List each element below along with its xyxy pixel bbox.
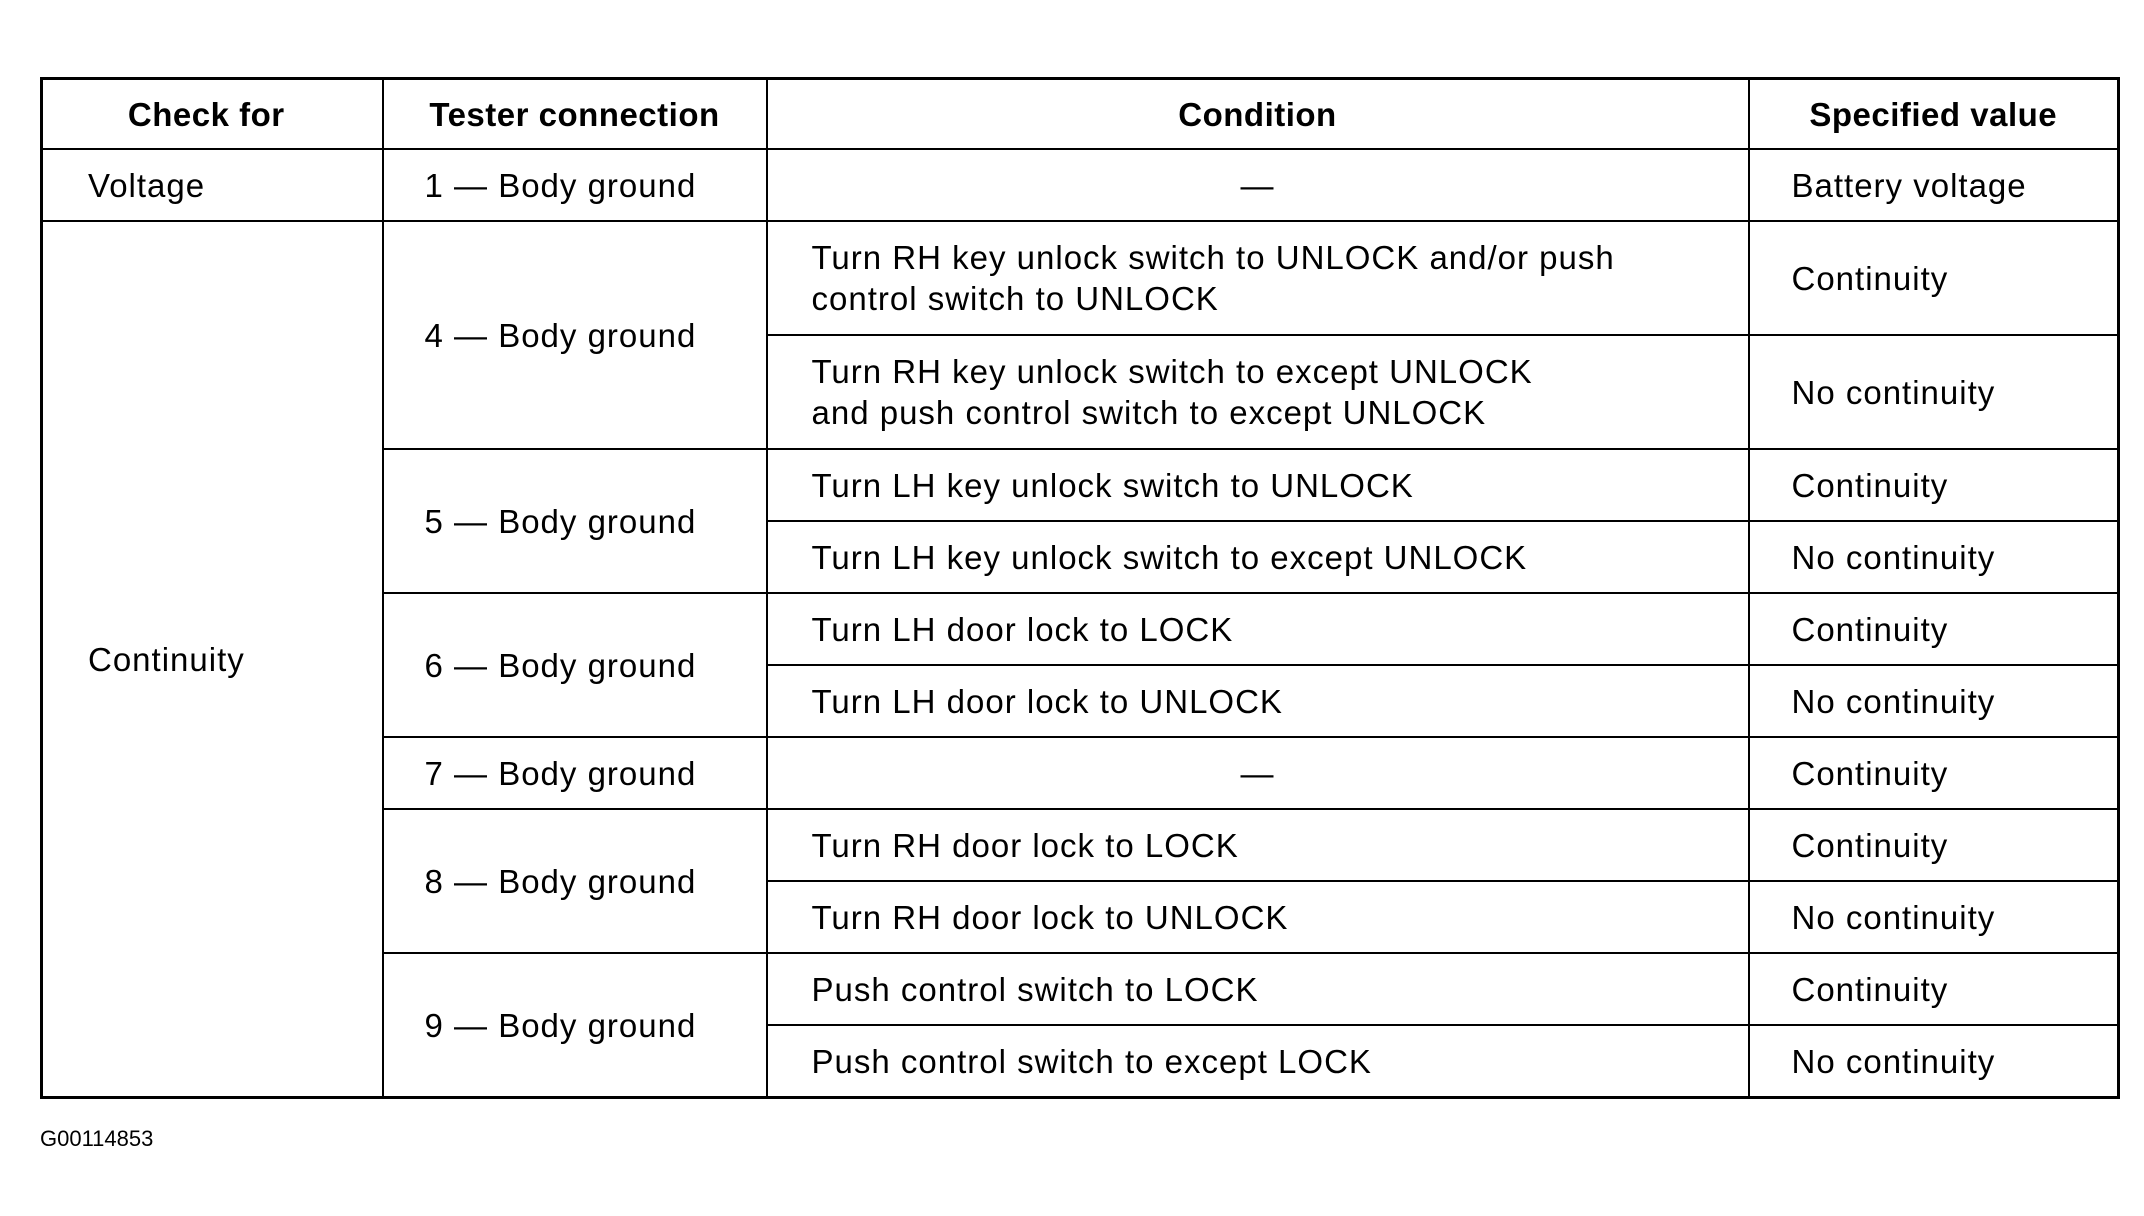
table-row: 9 — Body ground Push control switch to L… (42, 952, 2120, 1099)
condition-cell: Turn RH key unlock switch to except UNLO… (765, 334, 1750, 450)
header-condition: Condition (765, 77, 1750, 150)
condition-cell: Turn RH door lock to UNLOCK (765, 880, 1750, 954)
header-check-for: Check for (40, 77, 384, 150)
header-specified-value: Specified value (1747, 77, 2120, 150)
header-row: Check for Tester connection Condition Sp… (40, 77, 2120, 150)
specified-value-cell: Continuity (1747, 220, 2120, 336)
tester-connection-cell: 5 — Body ground (381, 448, 768, 594)
condition-cell: Push control switch to except LOCK (765, 1024, 1750, 1099)
tester-connection-cell: 4 — Body ground (381, 220, 768, 450)
condition-cell: — (765, 736, 1750, 810)
condition-cell: Turn LH door lock to LOCK (765, 592, 1750, 666)
condition-cell: Turn RH key unlock switch to UNLOCK and/… (765, 220, 1750, 336)
condition-cell: Push control switch to LOCK (765, 952, 1750, 1026)
table-row: 5 — Body ground Turn LH key unlock switc… (42, 448, 2120, 594)
check-for-cell: Voltage (40, 148, 384, 222)
condition-cell: Turn RH door lock to LOCK (765, 808, 1750, 882)
table-row: 6 — Body ground Turn LH door lock to LOC… (42, 592, 2120, 738)
tester-connection-cell: 7 — Body ground (381, 736, 768, 810)
spec-table: Check for Tester connection Condition Sp… (40, 77, 2120, 1099)
specified-value-cell: No continuity (1747, 880, 2120, 954)
table-row: 7 — Body ground — Continuity (42, 736, 2120, 810)
table-row: Turn RH key unlock switch to except UNLO… (42, 334, 2120, 450)
specified-value-cell: No continuity (1747, 1024, 2120, 1099)
specified-value-cell: Continuity (1747, 736, 2120, 810)
tester-connection-cell: 8 — Body ground (381, 808, 768, 954)
tester-connection-cell: 1 — Body ground (381, 148, 768, 222)
header-tester-connection: Tester connection (381, 77, 768, 150)
tester-connection-cell: 9 — Body ground (381, 952, 768, 1099)
specified-value-cell: Continuity (1747, 952, 2120, 1026)
specified-value-cell: No continuity (1747, 334, 2120, 450)
condition-line: Turn RH key unlock switch to except UNLO… (811, 353, 1533, 390)
condition-line: Turn RH key unlock switch to UNLOCK and/… (811, 239, 1615, 276)
tester-connection-cell: 6 — Body ground (381, 592, 768, 738)
specified-value-cell: Continuity (1747, 448, 2120, 522)
condition-cell: Turn LH key unlock switch to except UNLO… (765, 520, 1750, 594)
specified-value-cell: No continuity (1747, 664, 2120, 738)
table-row: 8 — Body ground Turn RH door lock to LOC… (42, 808, 2120, 954)
condition-line: control switch to UNLOCK (811, 280, 1219, 317)
table-row: Turn LH key unlock switch to except UNLO… (42, 520, 2120, 594)
table-row: Turn LH door lock to UNLOCK No continuit… (42, 664, 2120, 738)
table-row: Push control switch to except LOCK No co… (42, 1024, 2120, 1099)
condition-cell: — (765, 148, 1750, 222)
condition-line: and push control switch to except UNLOCK (811, 394, 1487, 431)
condition-cell: Turn LH key unlock switch to UNLOCK (765, 448, 1750, 522)
specified-value-cell: Battery voltage (1747, 148, 2120, 222)
table-row: Voltage 1 — Body ground — Battery voltag… (40, 148, 2120, 222)
table-row: Continuity 4 — Body ground Turn RH key u… (40, 220, 2120, 1099)
condition-cell: Turn LH door lock to UNLOCK (765, 664, 1750, 738)
specified-value-cell: Continuity (1747, 808, 2120, 882)
table-row: Turn RH door lock to UNLOCK No continuit… (42, 880, 2120, 954)
specified-value-cell: No continuity (1747, 520, 2120, 594)
specified-value-cell: Continuity (1747, 592, 2120, 666)
check-for-cell: Continuity (40, 220, 384, 1099)
figure-id-label: G00114853 (40, 1126, 154, 1151)
